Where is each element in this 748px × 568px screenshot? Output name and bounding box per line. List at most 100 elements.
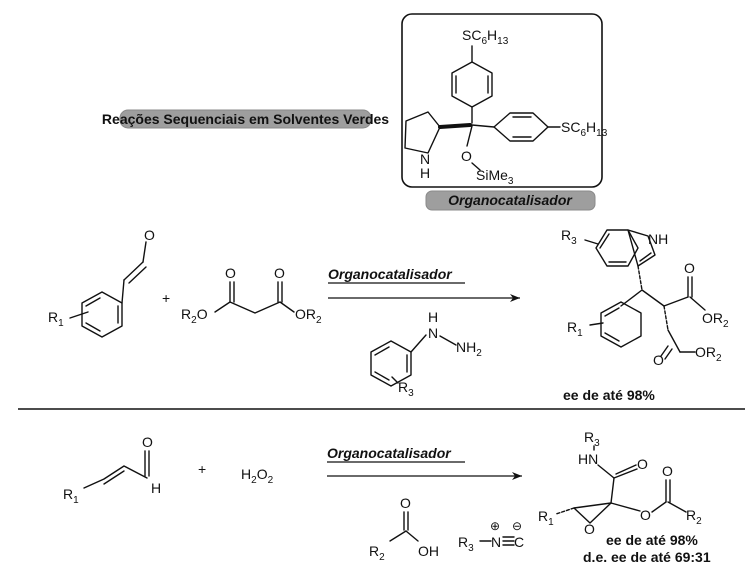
product-indole-pyrrole (627, 229, 656, 267)
bond (589, 322, 604, 326)
product-aryl-ring (600, 301, 642, 348)
ring-double-bond (374, 346, 390, 356)
bond (663, 296, 689, 307)
bond (410, 334, 427, 353)
r2-iso-plus-charge: ⊕ (490, 519, 500, 533)
bond (689, 296, 706, 311)
r1-result: ee de até 98% (563, 387, 655, 403)
double-bond (128, 266, 147, 284)
r1-or2: OR2 (295, 306, 322, 326)
carbonyl (664, 348, 673, 360)
catalyst-n: N (420, 151, 430, 167)
r2-plus: + (198, 461, 206, 477)
bond (405, 530, 419, 542)
product-o2: O (653, 352, 664, 368)
r2-iso-minus-charge: ⊖ (512, 519, 522, 533)
catalyst-sime3: SiMe3 (476, 167, 514, 187)
hydrazine-h: H (428, 309, 438, 325)
bond (471, 124, 495, 128)
hydrazine-n: N (428, 325, 438, 341)
r2-arrowhead (512, 472, 522, 480)
stereo-bond (663, 305, 669, 331)
r1-arrow-label: Organocatalisador (328, 266, 453, 282)
hydrazine-r3: R3 (398, 379, 414, 399)
product-nh: NH (648, 231, 668, 247)
r2-iso-c: C (514, 534, 524, 550)
bond (597, 464, 615, 479)
bond (389, 530, 407, 542)
carbonyl (615, 464, 637, 475)
ring-double-bond (85, 322, 101, 332)
bond (651, 501, 667, 513)
product-r3: R3 (561, 227, 577, 247)
hydrazine-nh2: NH2 (456, 339, 482, 359)
title-badge: Reações Sequenciais em Solventes Verdes (102, 109, 389, 129)
catalyst-sc6h13-right: SC6H13 (561, 119, 608, 139)
r2-aldehyde-o: O (142, 434, 153, 450)
reaction-1: R1 O + R2O O O OR2 Organocatalisador H N… (48, 227, 729, 403)
bond (69, 311, 89, 319)
stereo-bond (637, 265, 643, 291)
r1-malonate-o1: O (225, 265, 236, 281)
r2-enal-chain (83, 465, 148, 489)
bond (439, 335, 457, 346)
title-badge-text: Reações Sequenciais em Solventes Verdes (102, 111, 389, 127)
r2-product-r3: R3 (584, 429, 600, 449)
bond (466, 125, 473, 147)
r1-malonate-o2: O (274, 265, 285, 281)
r2-epoxide (573, 502, 612, 524)
double-bond (103, 470, 125, 485)
bond (121, 279, 125, 304)
product-or2-b: OR2 (695, 344, 722, 364)
bond (667, 329, 681, 353)
r2-product-r2: R2 (686, 507, 702, 527)
bond (610, 502, 641, 512)
ring-double-bond (604, 307, 620, 317)
r2-result-de: d.e. ee de até 69:31 (583, 549, 711, 565)
bond (142, 241, 147, 263)
ring-double-bond (85, 297, 101, 307)
catalyst-h: H (420, 165, 430, 181)
r2-product-o-link: O (640, 507, 651, 523)
catalyst-sc6h13-top: SC6H13 (462, 27, 509, 47)
r1-arrowhead (510, 294, 520, 302)
r2-aldehyde-h: H (151, 480, 161, 496)
r2-arrow-label: Organocatalisador (327, 445, 452, 461)
bond (584, 239, 599, 245)
title-badge-background (119, 109, 372, 129)
product-indole-benzo (595, 229, 639, 267)
catalyst-o: O (461, 148, 472, 164)
r1-r1: R1 (48, 309, 64, 329)
catalyst-label: Organocatalisador (448, 192, 573, 208)
product-r1: R1 (567, 319, 583, 339)
r1-aldehyde-o: O (144, 227, 155, 243)
pyrrolidine-ring (404, 111, 441, 154)
reaction-2: R1 O H + H2O2 Organocatalisador O R2 OH … (63, 429, 711, 565)
bond (471, 162, 481, 171)
bond (391, 376, 399, 384)
r2-product-r1: R1 (538, 508, 554, 528)
r1-plus: + (162, 290, 170, 306)
catalyst-box: SC6H13 N H SC6H13 O SiMe3 Organocatalisa… (401, 13, 608, 211)
r2-acid-o: O (400, 495, 411, 511)
stereo-bond (555, 507, 575, 515)
wedge-bond (438, 123, 472, 129)
r1-r2o: R2O (181, 306, 208, 326)
carbonyl (660, 345, 669, 357)
catalyst-frame (401, 13, 603, 188)
ring-double-bond (639, 252, 652, 262)
r2-iso-n: N (491, 534, 501, 550)
bond (641, 289, 665, 307)
bond (667, 501, 687, 513)
product-o1: O (684, 260, 695, 276)
catalyst-label-background (425, 190, 596, 211)
r2-product-o-ring: O (584, 521, 595, 537)
r2-product-o-ester: O (662, 463, 673, 479)
r1-aryl-ring (81, 291, 123, 338)
ring-double-bond (599, 233, 610, 249)
product-or2-a: OR2 (702, 310, 729, 330)
r2-iso-r3: R3 (458, 534, 474, 554)
ring-double-bond (374, 371, 390, 381)
bond (613, 468, 638, 479)
